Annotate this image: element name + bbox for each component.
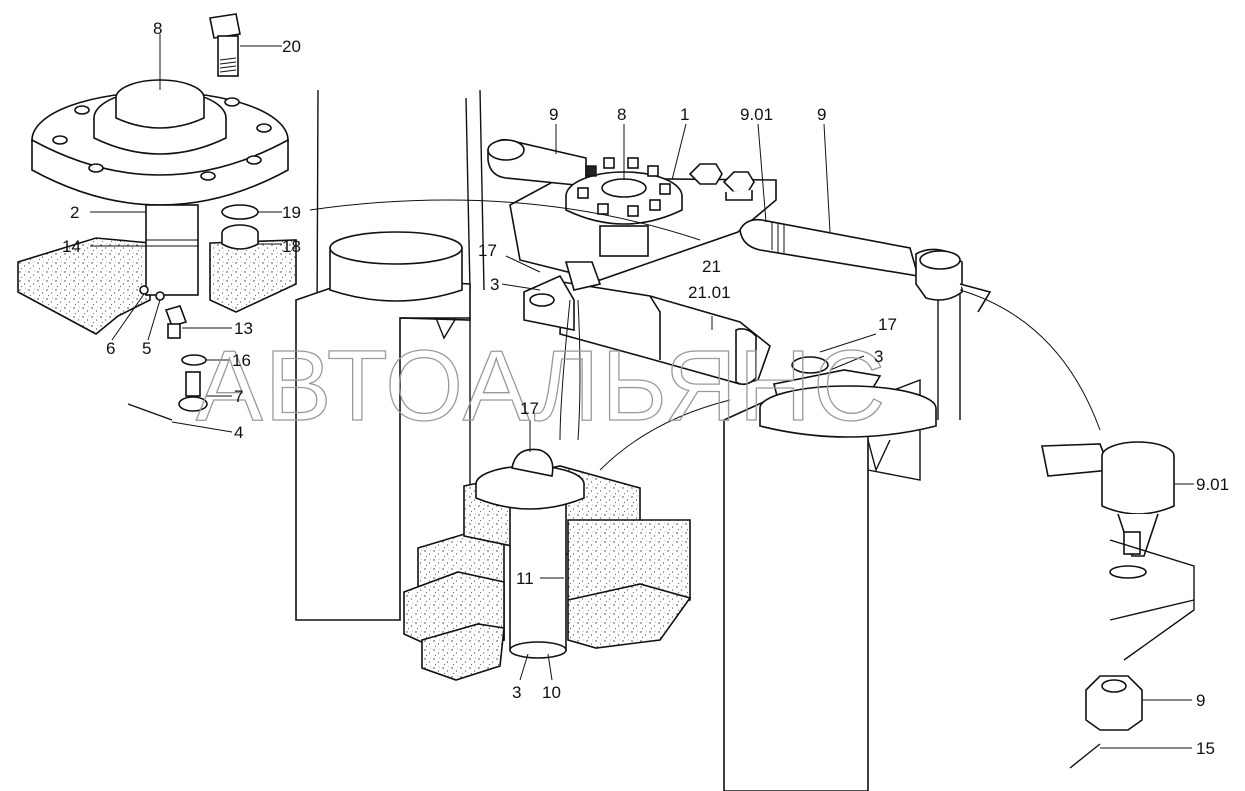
callout-3-right: 3 <box>874 347 883 366</box>
callout-labels: 8 20 2 19 14 18 13 6 5 16 7 4 9 8 1 9.01… <box>62 19 1229 758</box>
callout-16: 16 <box>232 351 251 370</box>
callout-7: 7 <box>234 387 243 406</box>
callout-9-nut: 9 <box>1196 691 1205 710</box>
washer-19 <box>221 204 259 220</box>
steering-arm-bracket <box>487 138 777 281</box>
callout-6: 6 <box>106 339 115 358</box>
callout-1: 1 <box>680 105 689 124</box>
callout-17-lower: 17 <box>520 399 539 418</box>
callout-11: 11 <box>516 569 534 588</box>
tie-rod-end-lower <box>1041 441 1195 769</box>
callout-9-01-right: 9.01 <box>1196 475 1229 494</box>
bolt-13 <box>164 305 188 339</box>
nut-9 <box>1085 675 1143 731</box>
callout-2: 2 <box>70 203 79 222</box>
flange-bolts <box>577 157 671 217</box>
callout-21-01: 21.01 <box>688 283 731 302</box>
lower-kingpin-assembly <box>403 299 731 681</box>
support-columns <box>295 89 961 791</box>
callout-17-right: 17 <box>878 315 897 334</box>
nut-18 <box>221 224 259 250</box>
leader-lines <box>90 34 1194 749</box>
cotter-pin-15 <box>1069 743 1101 769</box>
callout-3-lower: 3 <box>512 683 521 702</box>
callout-18: 18 <box>282 237 301 256</box>
callout-20: 20 <box>282 37 301 56</box>
screw-7 <box>178 371 208 412</box>
watermark-text: АВТОАЛЬЯНС <box>196 330 887 442</box>
callout-8: 8 <box>153 19 162 38</box>
pin-4 <box>127 403 173 421</box>
callout-15: 15 <box>1196 739 1215 758</box>
callout-17-left: 17 <box>478 241 497 260</box>
callout-19: 19 <box>282 203 301 222</box>
callout-8-top: 8 <box>617 105 626 124</box>
tie-rod-upper <box>309 199 1101 431</box>
callout-9-top: 9 <box>549 105 558 124</box>
callout-21: 21 <box>702 257 721 276</box>
callout-13: 13 <box>234 319 253 338</box>
flange-hub-assembly <box>17 13 297 421</box>
callout-14: 14 <box>62 237 81 256</box>
callout-10: 10 <box>542 683 561 702</box>
bolt-20 <box>209 13 241 77</box>
callout-5: 5 <box>142 339 151 358</box>
flange-bolt-holes <box>52 97 272 181</box>
callout-9-01-top: 9.01 <box>740 105 773 124</box>
hydraulic-cylinder <box>523 261 937 438</box>
callout-9-right: 9 <box>817 105 826 124</box>
callout-4: 4 <box>234 423 243 442</box>
callout-3-left: 3 <box>490 275 499 294</box>
